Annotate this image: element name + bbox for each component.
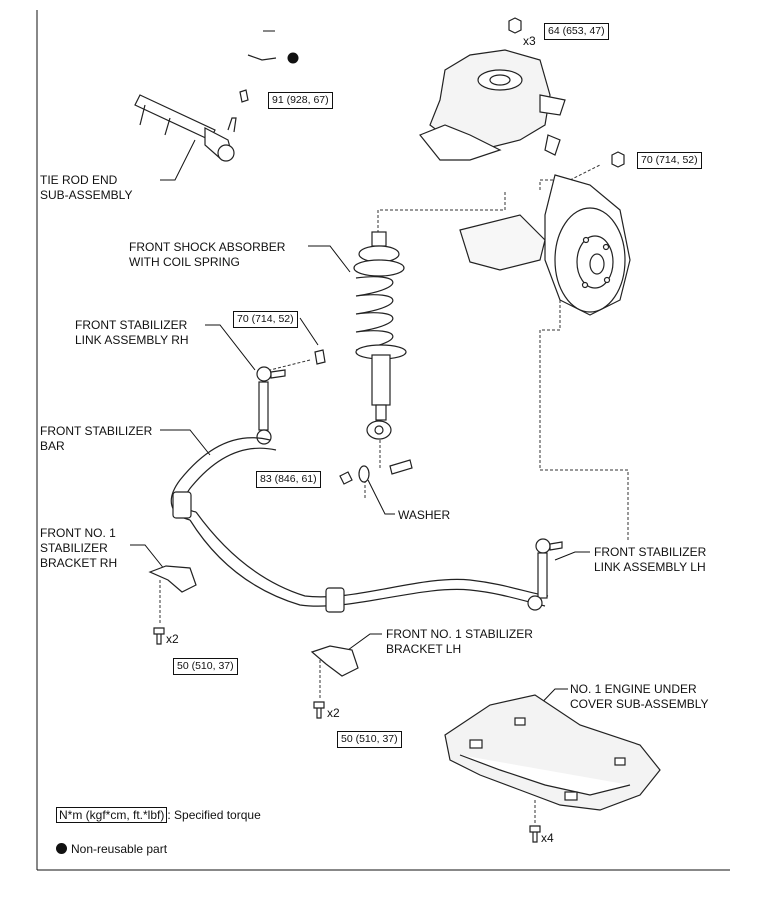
engine-under-cover — [444, 694, 661, 811]
qty-cover-bolt: x4 — [541, 831, 554, 845]
label-link-rh: FRONT STABILIZER LINK ASSEMBLY RH — [75, 318, 189, 347]
upper-hardware — [239, 17, 625, 168]
torque-bracket-rh-bolt: 50 (510, 37) — [173, 658, 238, 675]
legend-torque-unit: N*m (kgf*cm, ft.*lbf) — [56, 807, 168, 823]
label-bracket-rh: FRONT NO. 1 STABILIZER BRACKET RH — [40, 526, 118, 570]
legend-torque-desc: : Specified torque — [167, 808, 261, 822]
qty-bracket-rh-bolt: x2 — [166, 632, 179, 646]
cotter-pin-marker — [287, 52, 299, 64]
torque-link-rh-nut: 70 (714, 52) — [233, 311, 298, 328]
stabilizer-bushings — [148, 491, 345, 613]
shock-absorber — [353, 231, 407, 440]
torque-tie-rod-nut: 91 (928, 67) — [268, 92, 333, 109]
stabilizer-link-rh — [256, 349, 326, 445]
alignment-lines — [159, 100, 629, 825]
stabilizer-bar — [170, 437, 549, 607]
non-reusable-dot-icon — [56, 843, 67, 854]
qty-upper-arm-nut: x3 — [523, 34, 536, 48]
leader-lines — [130, 30, 590, 716]
torque-knuckle-link-nut: 70 (714, 52) — [637, 152, 702, 169]
legend-non-reusable-text: Non-reusable part — [71, 842, 168, 856]
legend-torque: N*m (kgf*cm, ft.*lbf): Specified torque — [56, 807, 261, 823]
bracket-lh — [310, 645, 359, 677]
torque-upper-arm-nut: 64 (653, 47) — [544, 23, 609, 40]
torque-bracket-lh-bolt: 50 (510, 37) — [337, 731, 402, 748]
label-under-cover: NO. 1 ENGINE UNDER COVER SUB-ASSEMBLY — [570, 682, 709, 711]
upper-arm-assembly — [419, 49, 566, 161]
legend-non-reusable: Non-reusable part — [56, 842, 167, 857]
label-link-lh: FRONT STABILIZER LINK ASSEMBLY LH — [594, 545, 707, 574]
tie-rod-end — [134, 94, 237, 162]
knuckle-disc — [459, 174, 631, 316]
label-stabilizer-bar: FRONT STABILIZER BAR — [40, 424, 153, 453]
label-shock-absorber: FRONT SHOCK ABSORBER WITH COIL SPRING — [129, 240, 286, 269]
label-bracket-lh: FRONT NO. 1 STABILIZER BRACKET LH — [386, 627, 533, 656]
torque-shock-lower-nut: 83 (846, 61) — [256, 471, 321, 488]
label-tie-rod-end: TIE ROD END SUB-ASSEMBLY — [40, 173, 133, 202]
stabilizer-link-lh — [527, 538, 563, 611]
qty-bracket-lh-bolt: x2 — [327, 706, 340, 720]
shock-lower-hardware — [339, 459, 413, 485]
label-washer: WASHER — [398, 508, 451, 522]
bracket-bolts — [153, 627, 541, 843]
